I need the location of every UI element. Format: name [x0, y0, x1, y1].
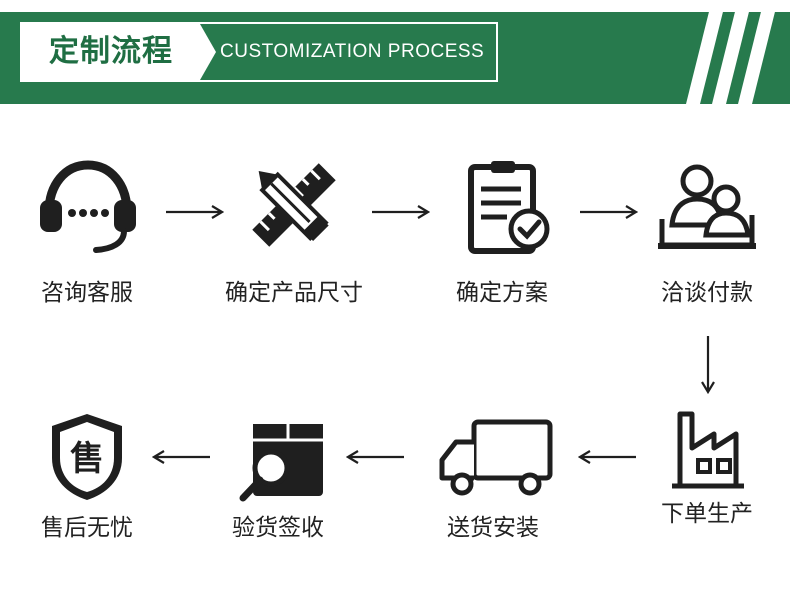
- delivery-truck-icon: [439, 419, 553, 496]
- step-label: 咨询客服: [41, 280, 133, 306]
- box-inspect-icon: [239, 424, 323, 502]
- step-label: 确定产品尺寸: [225, 280, 363, 306]
- page-subtitle: CUSTOMIZATION PROCESS: [220, 41, 485, 62]
- step-label: 确定方案: [456, 280, 548, 306]
- meeting-people-icon: [658, 164, 756, 249]
- step-payment: 洽谈付款: [632, 155, 782, 315]
- arrow-right-icon: [372, 204, 431, 224]
- title-notch: [200, 24, 216, 80]
- step-label: 洽谈付款: [661, 280, 753, 306]
- factory-icon: [672, 411, 744, 489]
- arrow-left-icon: [151, 449, 210, 469]
- arrow-right-icon: [580, 204, 639, 224]
- step-plan: 确定方案: [427, 155, 577, 315]
- arrow-left-icon: [345, 449, 404, 469]
- step-label: 送货安装: [447, 515, 539, 541]
- arrow-left-icon: [577, 449, 636, 469]
- arrow-down-icon: [700, 336, 716, 398]
- step-label: 验货签收: [232, 515, 324, 541]
- after-sales-shield-icon: 售: [52, 414, 122, 500]
- step-consult: 咨询客服: [12, 155, 162, 315]
- pencil-ruler-icon: [252, 163, 336, 247]
- arrow-right-icon: [166, 204, 225, 224]
- step-label: 售后无忧: [41, 515, 133, 541]
- clipboard-check-icon: [468, 161, 550, 254]
- shield-char: 售: [70, 439, 104, 479]
- step-label: 下单生产: [661, 501, 753, 527]
- step-production: 下单生产: [632, 408, 782, 538]
- step-size: 确定产品尺寸: [219, 155, 369, 315]
- headset-icon: [40, 160, 136, 253]
- step-inspection: 验货签收: [203, 408, 353, 541]
- title-box: 定制流程 CUSTOMIZATION PROCESS: [20, 22, 498, 82]
- step-delivery: 送货安装: [418, 408, 568, 541]
- page-title: 定制流程: [22, 24, 200, 80]
- step-after-sales: 售 售后无忧: [12, 408, 162, 541]
